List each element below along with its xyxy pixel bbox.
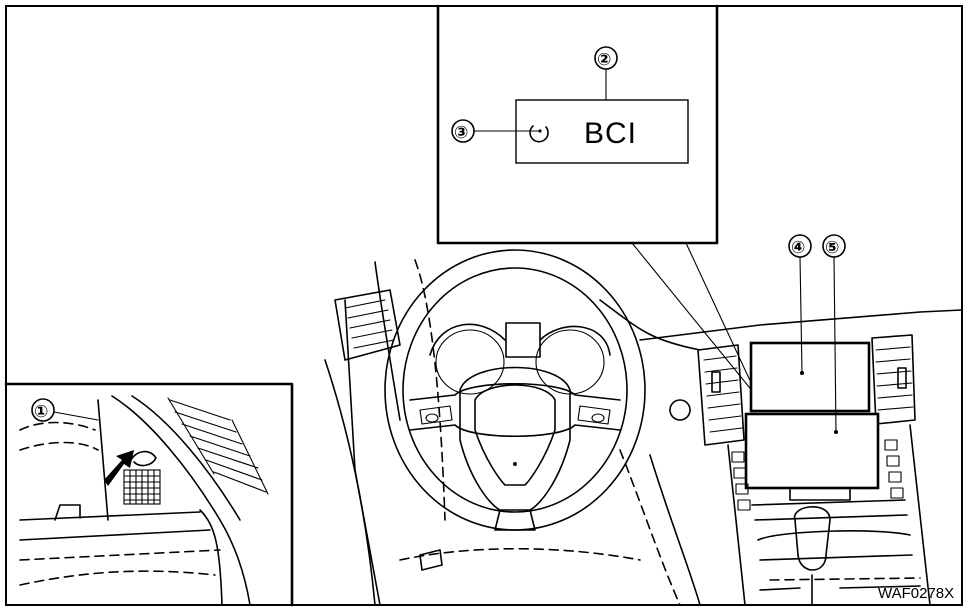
lower-display — [744, 412, 880, 490]
callout-5: ⑤ — [825, 238, 839, 258]
inset-a-pillar-view: ① — [4, 382, 294, 607]
callout-3: ③ — [454, 123, 468, 143]
dashboard-drawing: ④ ⑤ — [324, 234, 963, 606]
callout-4: ④ — [791, 238, 805, 258]
push-arrow-icon — [104, 450, 157, 486]
bci-callout-panel: BCI ② ③ — [436, 4, 761, 403]
microphone-grille-icon — [123, 469, 161, 505]
center-console — [727, 424, 931, 606]
steering-wheel — [384, 249, 691, 531]
outer-frame — [5, 5, 963, 606]
center-vent-right — [871, 334, 916, 425]
callout-1-ring — [31, 398, 55, 422]
bci-switch-label: BCI — [584, 117, 637, 150]
center-vent-left — [697, 344, 745, 446]
callout-1: ① — [34, 402, 48, 422]
upper-display — [749, 341, 871, 413]
callout-2: ② — [597, 50, 611, 70]
figure-code: WAF0278X — [878, 585, 954, 602]
bci-switch-face — [515, 99, 689, 164]
